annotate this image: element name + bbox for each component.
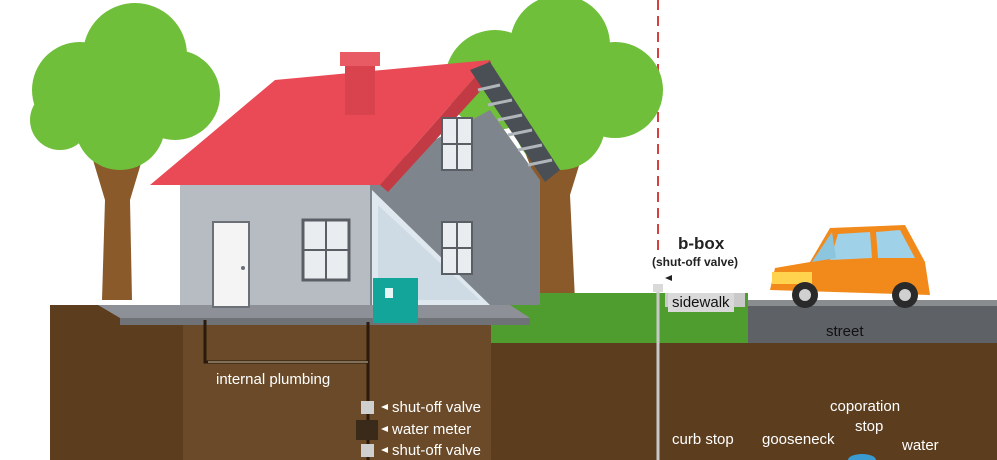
house-slab (98, 305, 530, 318)
water-meter-marker (356, 420, 378, 440)
window-front (301, 218, 351, 282)
shut-off-valve-label-lower: shut-off valve (392, 442, 481, 459)
internal-plumbing-label: internal plumbing (216, 371, 331, 388)
tree-left (30, 3, 220, 300)
shut-off-valve-upper-marker (361, 401, 374, 414)
gooseneck-label: gooseneck (762, 431, 835, 448)
water-meter-label: water meter (392, 421, 472, 438)
shut-off-valve-lower-marker (361, 444, 374, 457)
window-lower-right (441, 221, 473, 275)
b-box-sublabel: (shut-off valve) (652, 255, 739, 269)
shut-off-valve-label-upper: shut-off valve (392, 399, 481, 416)
chimney (345, 65, 375, 115)
pointer-water-meter (381, 426, 388, 432)
roof-eave-side (470, 62, 560, 182)
basement (183, 312, 491, 460)
car (770, 225, 930, 308)
street-label: street (826, 323, 864, 340)
b-box-label: b-box (678, 234, 725, 253)
pointer-shut-off-2 (381, 447, 388, 453)
corporation-stop-label-2: stop (855, 418, 884, 435)
water-main (848, 454, 876, 460)
corporation-stop-label-1: coporation (830, 398, 901, 415)
water-tank (373, 278, 418, 323)
pointer-b-box (665, 275, 672, 281)
water-label: water (902, 437, 939, 454)
roof (150, 60, 490, 185)
sidewalk-label: sidewalk (668, 293, 734, 312)
pointer-shut-off-1 (381, 404, 388, 410)
front-door (212, 221, 250, 308)
curb-stop-label: curb stop (672, 431, 734, 448)
window-upper (441, 117, 473, 171)
street-surface (748, 305, 997, 343)
